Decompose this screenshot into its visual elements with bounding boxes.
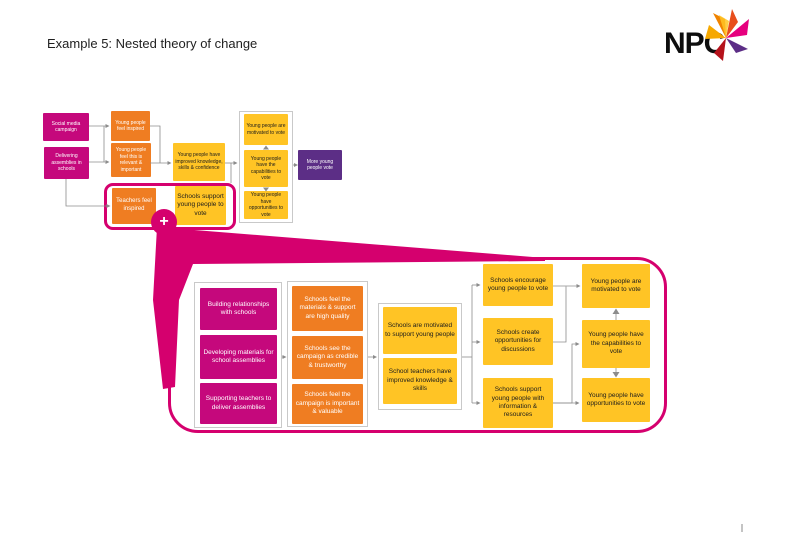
outcome-relevant-important: Young people feel this is relevant & imp…: [111, 143, 151, 177]
nested-activity-supporting: Supporting teachers to deliver assemblie…: [200, 383, 277, 424]
outcome-opportunities: Young people have opportunities to vote: [244, 191, 288, 219]
page-corner-artifact: [741, 524, 743, 532]
outcome-improved-knowledge: Young people have improved knowledge, sk…: [173, 143, 225, 181]
nested-action-discussions: Schools create opportunities for discuss…: [483, 318, 553, 365]
nested-activity-relationships: Building relationships with schools: [200, 288, 277, 330]
nested-activity-materials: Developing materials for school assembli…: [200, 335, 277, 379]
activity-social-media: Social media campaign: [43, 113, 89, 141]
outcome-teachers-inspired: Teachers feel inspired: [112, 188, 156, 224]
outcome-capabilities: Young people have the capabilities to vo…: [244, 150, 288, 187]
nested-action-information: Schools support young people with inform…: [483, 378, 553, 428]
nested-outcome-motivated: Young people are motivated to vote: [582, 264, 650, 308]
outcome-motivated: Young people are motivated to vote: [244, 114, 288, 145]
nested-capacity-knowledge: School teachers have improved knowledge …: [383, 358, 457, 404]
nested-outcome-capabilities: Young people have the capabilities to vo…: [582, 320, 650, 368]
nested-action-encourage: Schools encourage young people to vote: [483, 264, 553, 306]
zoom-plus-icon: +: [151, 209, 177, 235]
outcome-schools-support: Schools support young people to vote: [175, 186, 226, 225]
nested-outcome-opportunities: Young people have opportunities to vote: [582, 378, 650, 422]
outcome-feel-inspired: Young people feel inspired: [111, 111, 150, 141]
slide-title: Example 5: Nested theory of change: [47, 36, 258, 51]
nested-perception-credible: Schools see the campaign as credible & t…: [292, 336, 363, 379]
nested-capacity-motivated: Schools are motivated to support young p…: [383, 307, 457, 354]
nested-perception-important: Schools feel the campaign is important &…: [292, 384, 363, 424]
activity-assemblies: Delivering assemblies in schools: [44, 147, 89, 179]
npc-starburst-icon: [705, 9, 749, 61]
nested-perception-quality: Schools feel the materials & support are…: [292, 286, 363, 331]
impact-more-vote: More young people vote: [298, 150, 342, 180]
